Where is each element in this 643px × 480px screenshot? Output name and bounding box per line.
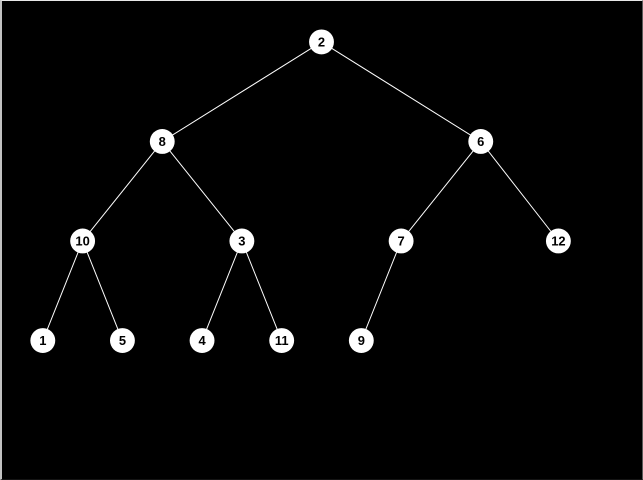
tree-node-label-11: 11: [275, 333, 289, 348]
tree-node-circle-3: [229, 228, 255, 254]
tree-node-circle-4: [189, 328, 215, 353]
tree-node-1: 1: [30, 328, 56, 353]
tree-node-12: 12: [545, 228, 571, 254]
tree-node-circle-8: [149, 129, 175, 154]
tree-node-circle-1: [30, 328, 56, 353]
tree-node-10: 10: [70, 228, 96, 254]
tree-node-7: 7: [388, 228, 414, 254]
tree-node-label-9: 9: [358, 333, 365, 348]
tree-node-circle-12: [545, 228, 571, 254]
tree-node-6: 6: [468, 129, 494, 154]
tree-node-circle-6: [468, 129, 494, 154]
tree-edge-3-11: [241, 240, 283, 341]
tree-node-circle-10: [70, 228, 96, 254]
tree-node-label-8: 8: [159, 134, 166, 149]
tree-node-circle-2: [309, 29, 334, 55]
tree-node-label-7: 7: [398, 233, 405, 248]
tree-node-label-3: 3: [238, 233, 245, 248]
tree-edge-10-1: [42, 240, 84, 341]
tree-node-2: 2: [309, 29, 334, 55]
tree-edge-10-5: [82, 240, 123, 341]
tree-node-label-6: 6: [477, 134, 484, 149]
tree-node-label-2: 2: [318, 34, 325, 49]
tree-node-circle-7: [388, 228, 414, 254]
tree-node-label-1: 1: [39, 333, 46, 348]
tree-edge-7-9: [360, 240, 402, 341]
tree-node-9: 9: [348, 328, 374, 353]
tree-edge-8-3: [161, 141, 243, 242]
tree-node-label-10: 10: [75, 233, 89, 248]
tree-edge-3-4: [201, 240, 243, 341]
tree-node-4: 4: [189, 328, 215, 353]
tree-edge-6-7: [400, 141, 482, 242]
tree-node-label-12: 12: [551, 233, 565, 248]
tree-node-circle-9: [348, 328, 374, 353]
tree-node-circle-11: [269, 328, 295, 353]
tree-edge-2-6: [321, 41, 482, 142]
tree-node-11: 11: [269, 328, 295, 353]
tree-node-3: 3: [229, 228, 255, 254]
tree-node-circle-5: [109, 328, 135, 353]
tree-edge-2-8: [161, 41, 322, 142]
tree-edge-6-12: [480, 141, 559, 242]
tree-node-8: 8: [149, 129, 175, 154]
tree-node-5: 5: [109, 328, 135, 353]
tree-node-label-4: 4: [198, 333, 206, 348]
tree-node-label-5: 5: [119, 333, 126, 348]
tree-edge-8-10: [82, 141, 163, 242]
